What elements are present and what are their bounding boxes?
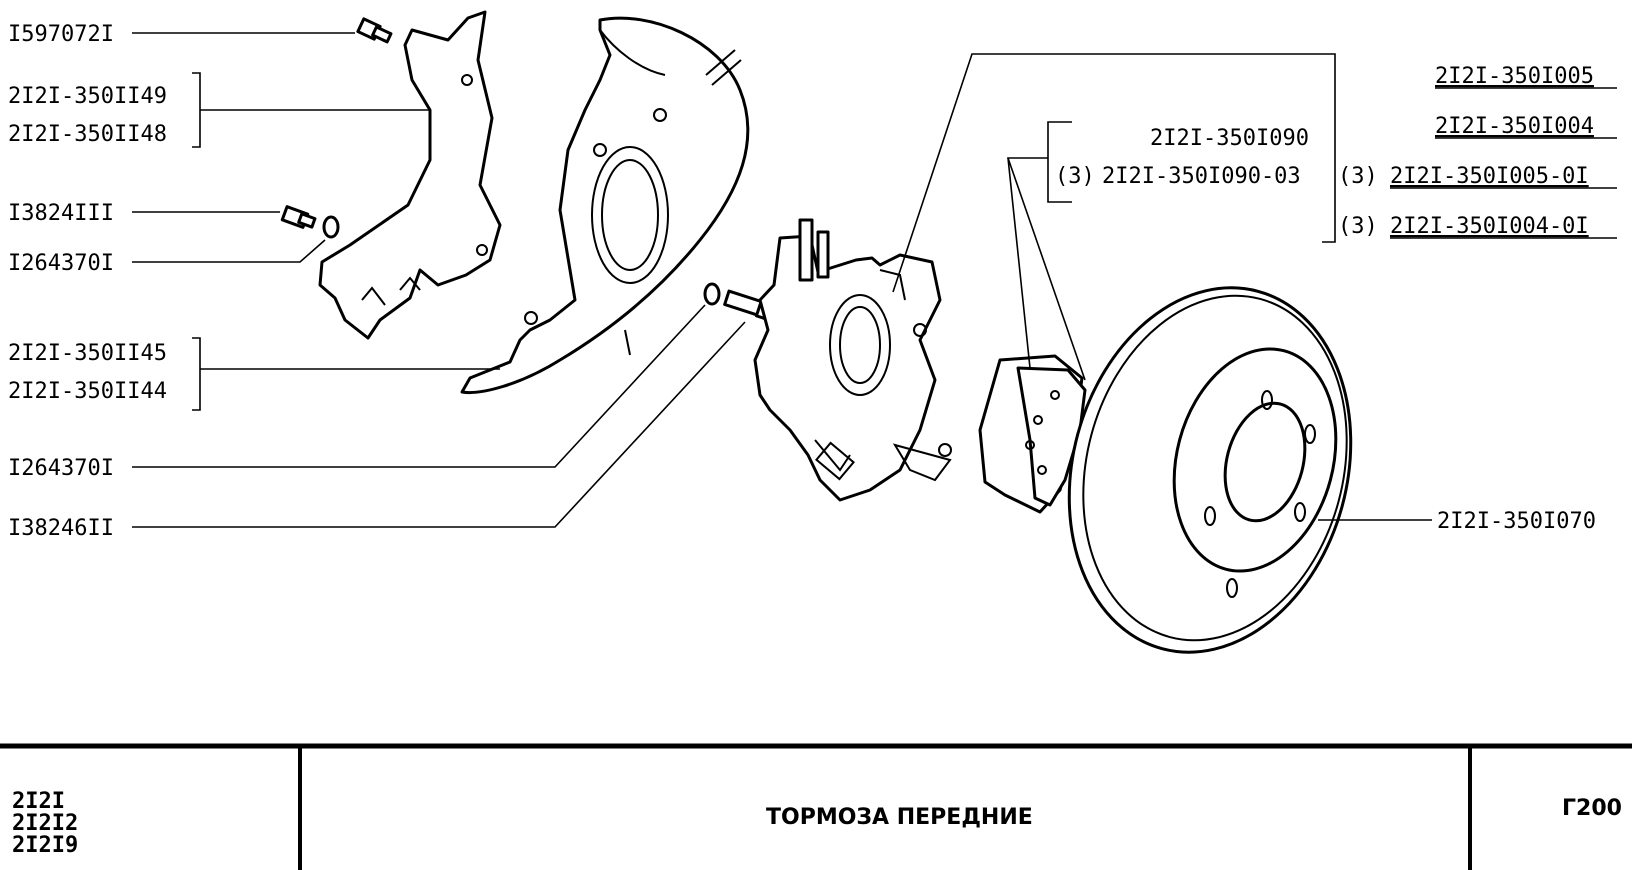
shield-hole [593, 143, 607, 157]
shield-hole [524, 311, 538, 325]
label-pads-alt-prefix: (3) [1055, 164, 1095, 189]
bracket-notch [399, 276, 421, 291]
title-block [0, 743, 1632, 870]
label-pads: 2I2I-350I090 [1150, 126, 1309, 151]
model-code-1: 2I2I [12, 789, 65, 814]
label-washer-low: I264370I [8, 456, 114, 481]
label-caliper-right-alt-prefix: (3) [1338, 214, 1378, 239]
label-disc: 2I2I-350I070 [1437, 509, 1596, 534]
label-bolt-mid: I3824III [8, 201, 114, 226]
shield-tab [624, 329, 631, 356]
bleeder-valve [798, 218, 814, 282]
bracket-notch [361, 286, 386, 306]
bolt-top-part [356, 17, 393, 44]
caliper-piston [829, 294, 891, 396]
label-bolt-top: I597072I [8, 22, 114, 47]
bolt-washer-part [280, 205, 340, 239]
shield-slot [705, 49, 736, 76]
label-caliper-right-alt: 2I2I-350I004-0I [1390, 214, 1589, 239]
brake-pads-part [978, 354, 1087, 514]
brake-disc-part [1067, 286, 1353, 654]
label-washer-mid: I264370I [8, 251, 114, 276]
model-code-2: 2I2I2 [12, 811, 78, 836]
bracket-part [318, 10, 502, 340]
shield-rim [599, 29, 666, 76]
label-shield-b: 2I2I-350II44 [8, 379, 167, 404]
label-bracket-a: 2I2I-350II49 [8, 84, 167, 109]
label-caliper-left: 2I2I-350I005 [1435, 64, 1594, 89]
caliper-part [753, 218, 952, 502]
label-caliper-left-alt-prefix: (3) [1338, 164, 1378, 189]
label-caliper-left-alt: 2I2I-350I005-0I [1390, 164, 1589, 189]
shield-opening-inner [601, 159, 659, 271]
label-caliper-right: 2I2I-350I004 [1435, 114, 1594, 139]
diagram-title: ТОРМОЗА ПЕРЕДНИЕ [766, 805, 1033, 830]
shield-opening [591, 146, 669, 284]
splash-shield-part [460, 16, 750, 394]
label-bolt-low: I38246II [8, 516, 114, 541]
shield-hole [653, 108, 667, 122]
bracket-hole [476, 244, 488, 256]
bracket-hole [461, 74, 473, 86]
label-pads-alt: 2I2I-350I090-03 [1102, 164, 1301, 189]
page-code: Г200 [1562, 796, 1622, 821]
label-bracket-b: 2I2I-350II48 [8, 122, 167, 147]
shield-slot [711, 59, 742, 86]
label-shield-a: 2I2I-350II45 [8, 341, 167, 366]
leader-lines [132, 32, 1432, 528]
model-code-3: 2I2I9 [12, 833, 78, 858]
